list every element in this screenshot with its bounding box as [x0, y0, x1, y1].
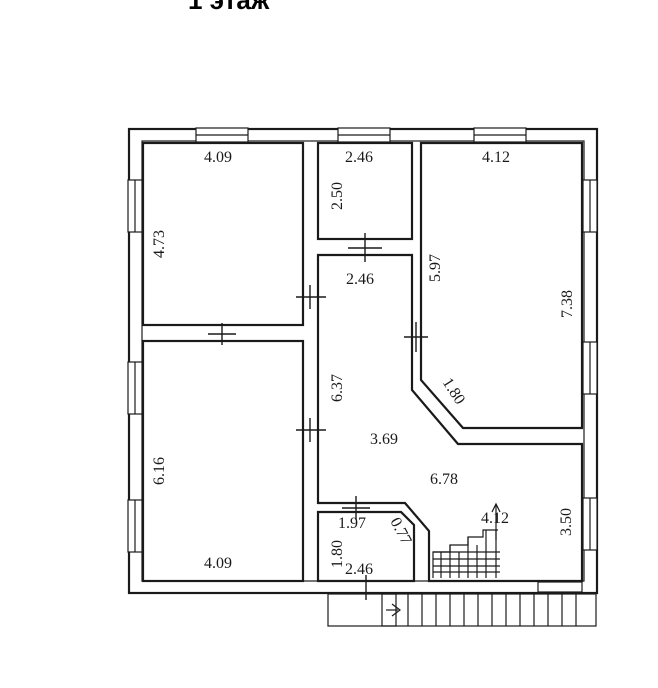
- dim-bath-width: 2.46: [345, 561, 373, 578]
- dim-corridor-label: 3.69: [370, 431, 398, 448]
- room-top-left: [141, 141, 305, 327]
- room-right: [419, 141, 584, 430]
- doors: [208, 233, 428, 600]
- dim-right-diagonal: 1.80: [439, 375, 469, 408]
- dim-right-height-left: 5.97: [427, 254, 444, 282]
- floor-title: 1 этаж: [188, 0, 270, 15]
- interior-stairs: [432, 502, 501, 578]
- room-bottom-left: [141, 339, 305, 583]
- dim-top-left-height: 4.73: [151, 230, 168, 258]
- dim-right-height-right: 7.38: [559, 290, 576, 318]
- dim-top-left-width: 4.09: [204, 149, 232, 166]
- dim-bottom-left-width: 4.09: [204, 555, 232, 572]
- dim-bath-height: 1.80: [329, 540, 346, 568]
- dim-corridor-width: 2.46: [346, 271, 374, 288]
- dim-small-top-height: 2.50: [329, 182, 346, 210]
- dim-right-width: 4.12: [482, 149, 510, 166]
- dim-hall-height: 3.50: [558, 508, 575, 536]
- room-hall: [316, 253, 584, 583]
- dim-bath-top-width: 1.97: [338, 515, 366, 532]
- room-bath: [316, 510, 416, 583]
- porch: [327, 593, 597, 627]
- windows: [127, 127, 598, 593]
- dim-hall-width: 4.12: [481, 510, 509, 527]
- dim-hall-label: 6.78: [430, 471, 458, 488]
- dim-corridor-height: 6.37: [329, 374, 346, 402]
- dim-bottom-left-height: 6.16: [151, 457, 168, 485]
- dim-small-top-width: 2.46: [345, 149, 373, 166]
- dim-bath-diagonal: 0.77: [386, 515, 414, 548]
